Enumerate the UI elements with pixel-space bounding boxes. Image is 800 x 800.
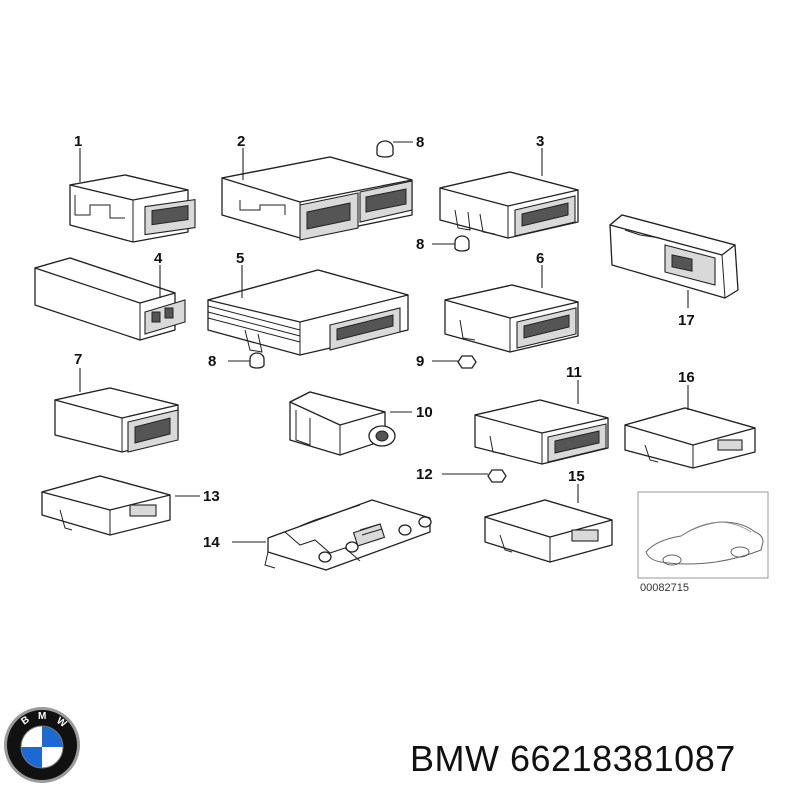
part-8-nut-top[interactable] <box>376 140 394 158</box>
callout-7: 7 <box>74 351 82 368</box>
callout-11: 11 <box>566 364 582 381</box>
part-2-module[interactable] <box>221 156 413 241</box>
part-3-module[interactable] <box>439 171 579 239</box>
car-thumbnail <box>637 491 769 579</box>
part-17-module[interactable] <box>609 214 739 299</box>
callout-8-lower: 8 <box>208 353 216 370</box>
callout-2: 2 <box>237 133 245 150</box>
callout-8-middle: 8 <box>416 236 424 253</box>
callout-9: 9 <box>416 353 424 370</box>
callout-15: 15 <box>568 468 585 485</box>
part-8-nut-lower[interactable] <box>249 352 265 369</box>
reference-number: 00082715 <box>640 582 689 594</box>
callout-6: 6 <box>536 250 544 267</box>
part-5-module[interactable] <box>207 269 409 356</box>
callout-10: 10 <box>416 404 433 421</box>
part-1-module[interactable] <box>69 174 196 243</box>
part-10-sensor[interactable] <box>289 391 396 456</box>
brand-part-number: BMW 66218381087 <box>410 738 736 780</box>
part-13-module[interactable] <box>41 475 171 536</box>
part-15-module[interactable] <box>484 499 613 563</box>
svg-text:M: M <box>38 711 46 722</box>
part-number: 66218381087 <box>510 738 736 779</box>
callout-5: 5 <box>236 250 244 267</box>
part-11-module[interactable] <box>474 399 609 465</box>
part-6-module[interactable] <box>444 284 579 353</box>
callout-1: 1 <box>74 133 82 150</box>
part-14-connector-strip[interactable] <box>264 499 432 571</box>
callout-13: 13 <box>203 488 220 505</box>
part-9-nut[interactable] <box>457 355 477 369</box>
callout-8-top: 8 <box>416 134 424 151</box>
callout-14: 14 <box>203 534 220 551</box>
part-4-module[interactable] <box>34 257 186 341</box>
part-12-nut[interactable] <box>487 469 507 483</box>
bmw-logo-icon: B M W <box>4 707 80 783</box>
callout-3: 3 <box>536 133 544 150</box>
brand-name: BMW <box>410 738 500 779</box>
callout-12: 12 <box>416 466 433 483</box>
part-7-module[interactable] <box>54 387 179 453</box>
callout-17: 17 <box>678 312 695 329</box>
part-16-module[interactable] <box>624 407 756 469</box>
callout-4: 4 <box>154 250 163 267</box>
callout-16: 16 <box>678 369 695 386</box>
part-8-nut-middle[interactable] <box>454 235 470 252</box>
